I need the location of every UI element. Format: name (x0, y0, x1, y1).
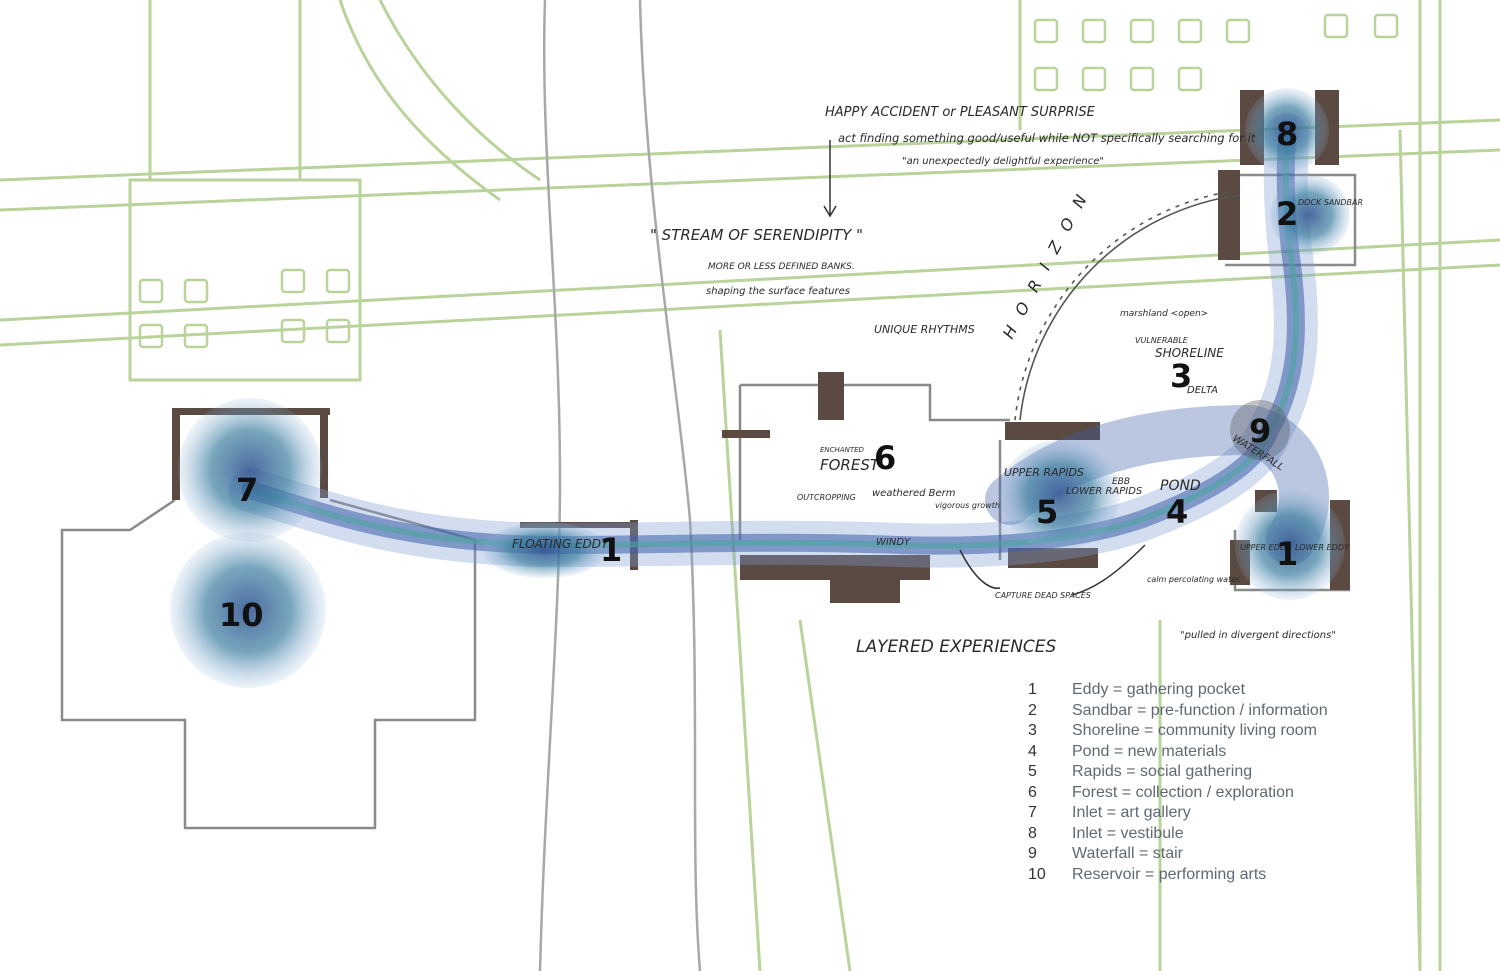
zone-markers: 1 1 2 3 4 5 6 7 8 9 10 (219, 115, 1298, 634)
legend-label: Shoreline = community living room (1072, 722, 1317, 740)
marker-1-upper-eddy: 1 (1276, 535, 1298, 573)
marker-2-sandbar: 2 (1276, 195, 1298, 233)
legend-item: 5 Rapids = social gathering (1028, 762, 1448, 783)
pools (170, 88, 1350, 688)
note-enchanted: ENCHANTED (820, 446, 865, 454)
note-definition: act finding something good/useful while … (838, 131, 1256, 145)
legend-label: Inlet = vestibule (1072, 824, 1184, 842)
legend-label: Eddy = gathering pocket (1072, 681, 1246, 699)
legend-label: Forest = collection / exploration (1072, 783, 1294, 801)
note-shaping: shaping the surface features (706, 286, 850, 297)
legend-number: 7 (1028, 804, 1037, 822)
legend-item: 2 Sandbar = pre-function / information (1028, 701, 1448, 722)
legend-item: 3 Shoreline = community living room (1028, 721, 1448, 742)
legend-number: 8 (1028, 824, 1037, 842)
note-shoreline: SHORELINE (1155, 346, 1224, 360)
legend-number: 4 (1028, 742, 1037, 760)
marker-8-vestibule: 8 (1276, 115, 1298, 153)
note-windy: WINDY (876, 537, 911, 548)
marker-7-inlet: 7 (236, 471, 258, 509)
note-layered: LAYERED EXPERIENCES (856, 637, 1057, 657)
pointer-arrows (823, 140, 1146, 596)
note-outcropping: OUTCROPPING (797, 493, 856, 502)
legend-label: Pond = new materials (1072, 742, 1227, 760)
note-capture-dead-spaces: CAPTURE DEAD SPACES (995, 591, 1091, 600)
note-upper-eddy: UPPER EDDY (1240, 543, 1292, 552)
note-pulled: "pulled in divergent directions" (1180, 630, 1336, 641)
legend-item: 8 Inlet = vestibule (1028, 824, 1448, 845)
marker-9-waterfall: 9 (1249, 412, 1271, 450)
marker-3-shoreline: 3 (1170, 357, 1192, 395)
legend-item: 7 Inlet = art gallery (1028, 803, 1448, 824)
legend-item: 4 Pond = new materials (1028, 742, 1448, 763)
legend-item: 9 Waterfall = stair (1028, 844, 1448, 865)
legend-number: 2 (1028, 701, 1037, 719)
note-banks: MORE OR LESS DEFINED BANKS. (708, 262, 855, 272)
note-lower-rapids: LOWER RAPIDS (1066, 486, 1143, 497)
legend-label: Waterfall = stair (1072, 845, 1183, 863)
legend-item: 6 Forest = collection / exploration (1028, 783, 1448, 804)
note-dock-sandbar: DOCK SANDBAR (1298, 198, 1363, 207)
note-ebb: EBB (1112, 477, 1130, 487)
legend: 1 Eddy = gathering pocket 2 Sandbar = pre-… (1028, 680, 1448, 885)
note-quote: "an unexpectedly delightful experience" (902, 156, 1104, 167)
note-pond: POND (1160, 478, 1201, 494)
note-vulnerable: VULNERABLE (1135, 336, 1189, 345)
note-delta: DELTA (1187, 385, 1218, 396)
marker-4-pond: 4 (1166, 493, 1188, 531)
marker-6-forest: 6 (874, 439, 896, 477)
note-horizon: HORIZON (999, 179, 1097, 342)
note-calm-percolating: calm percolating water. (1147, 575, 1241, 584)
legend-number: 3 (1028, 722, 1037, 740)
note-stream-title: " STREAM OF SERENDIPITY " (650, 226, 863, 244)
legend-number: 5 (1028, 763, 1037, 781)
legend-number: 1 (1028, 681, 1037, 699)
road-curves (538, 0, 702, 971)
legend-number: 6 (1028, 783, 1037, 801)
note-marshland: marshland <open> (1120, 309, 1208, 319)
legend-label: Sandbar = pre-function / information (1072, 701, 1328, 719)
legend-number: 10 (1028, 865, 1046, 883)
note-floating-eddy: FLOATING EDDY (512, 537, 610, 551)
note-weathered-berm: weathered Berm (872, 488, 956, 499)
note-unique-rhythms: UNIQUE RHYTHMS (874, 323, 975, 336)
marker-10-reservoir: 10 (219, 596, 264, 634)
marker-5-rapids: 5 (1036, 493, 1058, 531)
note-upper-rapids: UPPER RAPIDS (1004, 466, 1084, 479)
legend-label: Reservoir = performing arts (1072, 865, 1267, 883)
note-forest: FOREST (820, 456, 881, 474)
note-happy-accident: HAPPY ACCIDENT or PLEASANT SURPRISE (825, 105, 1096, 120)
building-windows (138, 13, 1399, 349)
marker-1-floating-eddy: 1 (600, 531, 622, 569)
legend-number: 9 (1028, 845, 1037, 863)
note-lower-eddy: LOWER EDDY (1295, 543, 1350, 552)
horizon-arc (1014, 189, 1241, 421)
legend-item: 10 Reservoir = performing arts (1028, 865, 1448, 886)
legend-label: Inlet = art gallery (1072, 804, 1191, 822)
legend-label: Rapids = social gathering (1072, 763, 1253, 781)
legend-item: 1 Eddy = gathering pocket (1028, 680, 1448, 701)
note-vigorous-growth: vigorous growth (935, 501, 1000, 510)
